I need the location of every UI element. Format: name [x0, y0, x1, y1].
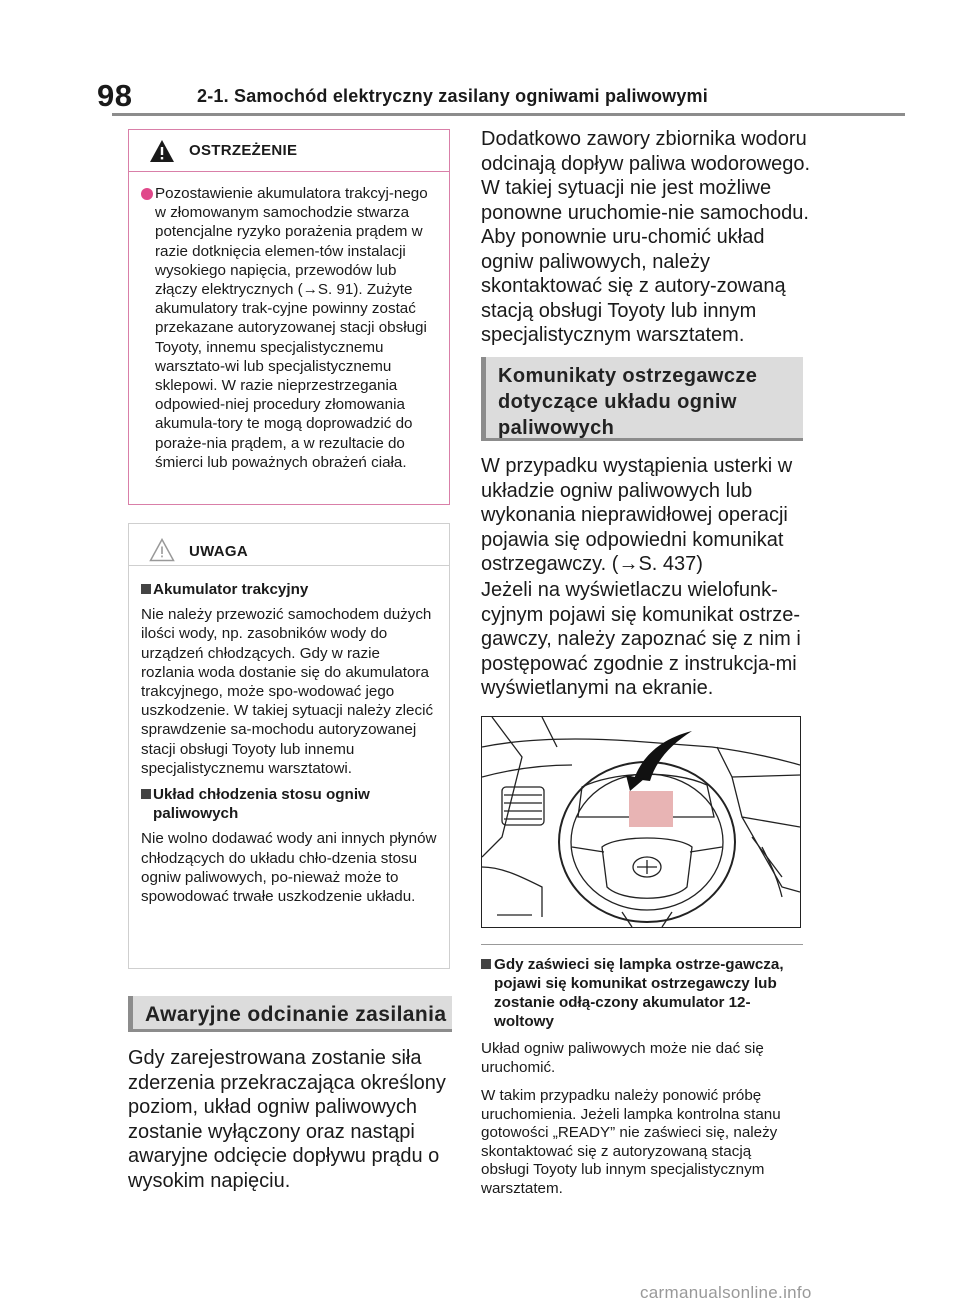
section-banner: Awaryjne odcinanie zasilania	[128, 996, 452, 1032]
small-paragraph: W takim przypadku należy ponowić próbę u…	[481, 1087, 781, 1197]
square-bullet-icon	[481, 959, 491, 969]
caution-subheading-text: Akumulator trakcyjny	[153, 581, 309, 598]
square-bullet-icon	[141, 789, 151, 800]
warning-title: OSTRZEŻENIE	[189, 142, 298, 159]
caution-subheading: Akumulator trakcyjny	[141, 580, 437, 599]
warning-display-highlight	[629, 791, 673, 827]
dashboard-illustration	[481, 716, 801, 928]
section-banner: Komunikaty ostrzegawcze dotyczące układu…	[481, 357, 803, 441]
page-number: 98	[97, 78, 133, 113]
warning-body: Pozostawienie akumulatora trakcyj-nego w…	[129, 172, 449, 472]
warning-header: OSTRZEŻENIE	[129, 130, 449, 172]
warning-triangle-icon	[150, 140, 174, 162]
caution-box: UWAGA Akumulator trakcyjny Nie należy pr…	[128, 523, 450, 969]
caution-paragraph: Nie należy przewozić samochodem dużych i…	[141, 606, 434, 777]
pointer-arrow-icon	[634, 731, 692, 781]
caution-triangle-icon	[149, 538, 175, 562]
header-divider	[112, 113, 905, 116]
page-header: 98 2-1. Samochód elektryczny zasilany og…	[0, 0, 960, 116]
dashboard-drawing	[482, 717, 800, 927]
caution-title: UWAGA	[189, 543, 248, 560]
caution-subheading: Układ chłodzenia stosu ogniw paliwowych	[141, 785, 437, 823]
section-title: 2-1. Samochód elektryczny zasilany ogniw…	[197, 86, 708, 106]
body-paragraph: Dodatkowo zawory zbiornika wodoru odcina…	[481, 128, 811, 346]
body-paragraph: W przypadku wystąpienia usterki w układz…	[481, 455, 793, 575]
subsection-heading: Gdy zaświeci się lampka ostrze-gawcza, p…	[481, 955, 801, 1031]
caution-header: UWAGA	[129, 524, 449, 566]
caution-body: Akumulator trakcyjny Nie należy przewozi…	[129, 566, 449, 906]
warning-box: OSTRZEŻENIE Pozostawienie akumulatora tr…	[128, 129, 450, 505]
bullet-dot-icon	[141, 188, 153, 200]
square-bullet-icon	[141, 584, 151, 594]
body-paragraph: Jeżeli na wyświetlaczu wielofunk-cyjnym …	[481, 579, 801, 699]
warning-text: Pozostawienie akumulatora trakcyj-nego w…	[155, 185, 428, 471]
small-paragraph: Układ ogniw paliwowych może nie dać się …	[481, 1040, 764, 1076]
caution-subheading-text: Układ chłodzenia stosu ogniw paliwowych	[153, 786, 370, 823]
watermark: carmanualsonline.info	[640, 1283, 812, 1302]
caution-paragraph: Nie wolno dodawać wody ani innych płynów…	[141, 830, 437, 906]
subsection-heading-text: Gdy zaświeci się lampka ostrze-gawcza, p…	[494, 956, 784, 1030]
body-paragraph: Gdy zarejestrowana zostanie siła zderzen…	[128, 1047, 446, 1192]
figure-divider	[481, 944, 803, 945]
